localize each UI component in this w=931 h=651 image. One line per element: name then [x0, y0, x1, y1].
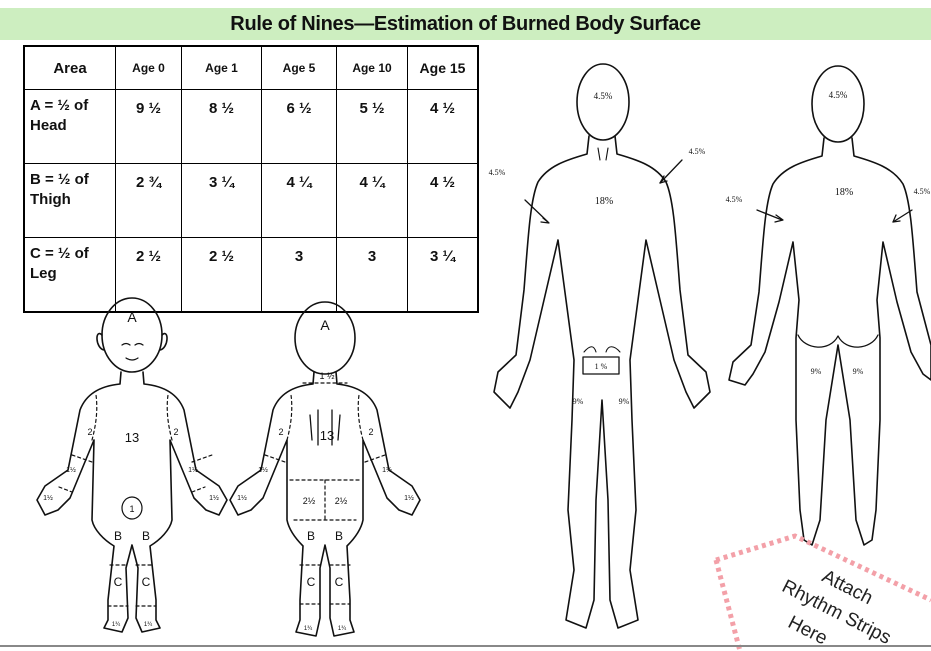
adult-front-arm-right-label: 4.5%	[689, 147, 706, 156]
child-front-head-label: A	[127, 309, 137, 325]
child-back-head-label: A	[320, 317, 330, 333]
adult-back-arm-left-label: 4.5%	[726, 195, 743, 204]
child-front-trunk-label: 13	[125, 430, 139, 445]
child-front-upper-arm-right-label: 2	[173, 427, 178, 437]
child-back-trunk-label: 13	[320, 428, 334, 443]
adult-back-head-label: 4.5%	[829, 90, 848, 100]
adult-front-trunk-label: 18%	[595, 196, 613, 207]
child-back-hand-left-label: 1½	[237, 494, 247, 502]
child-front-leg-left-label: C	[114, 575, 123, 589]
child-front-figure	[37, 298, 227, 632]
child-front-hand-left-label: 1½	[43, 494, 53, 502]
child-back-buttock-right-label: 2½	[335, 496, 348, 506]
child-back-forearm-left-label: 1½	[258, 466, 268, 474]
child-front-thigh-left-label: B	[114, 529, 122, 543]
child-back-leg-left-label: C	[307, 575, 316, 589]
child-back-buttock-left-label: 2½	[303, 496, 316, 506]
child-front-foot-left-label: 1¾	[112, 622, 121, 628]
adult-back-leg-right-label: 9%	[853, 367, 864, 376]
child-back-thigh-left-label: B	[307, 529, 315, 543]
child-back-upper-arm-left-label: 2	[278, 427, 283, 437]
child-back-neck-label: 1 ½	[319, 371, 335, 381]
child-front-genital-label: 1	[129, 504, 134, 514]
child-back-upper-arm-right-label: 2	[368, 427, 373, 437]
child-front-hand-right-label: 1½	[209, 494, 219, 502]
adult-back-arm-right-label: 4.5%	[914, 187, 931, 196]
child-back-foot-right-label: 1¾	[338, 626, 347, 632]
adult-front-leg-right-label: 9%	[619, 397, 630, 406]
adult-front-head-label: 4.5%	[594, 91, 613, 101]
child-back-foot-left-label: 1¾	[304, 626, 313, 632]
child-front-upper-arm-left-label: 2	[87, 427, 92, 437]
attach-rhythm-strips-stamp: Attach Rhythm Strips Here	[716, 548, 931, 651]
child-back-hand-right-label: 1½	[404, 494, 414, 502]
adult-front-arm-left-label: 4.5%	[489, 168, 506, 177]
adult-back-trunk-label: 18%	[835, 187, 853, 198]
adult-back-leg-left-label: 9%	[811, 367, 822, 376]
child-front-forearm-right-label: 1½	[188, 466, 198, 474]
child-back-leg-right-label: C	[335, 575, 344, 589]
adult-front-leg-left-label: 9%	[573, 397, 584, 406]
bottom-divider	[0, 645, 931, 647]
child-front-foot-right-label: 1¾	[144, 622, 153, 628]
child-back-forearm-right-label: 1½	[382, 466, 392, 474]
adult-back-figure	[729, 66, 931, 545]
adult-front-genital-label: 1 %	[595, 362, 608, 371]
child-back-thigh-right-label: B	[335, 529, 343, 543]
child-front-leg-right-label: C	[142, 575, 151, 589]
child-front-forearm-left-label: 1½	[66, 466, 76, 474]
child-front-thigh-right-label: B	[142, 529, 150, 543]
adult-front-figure	[494, 64, 710, 628]
